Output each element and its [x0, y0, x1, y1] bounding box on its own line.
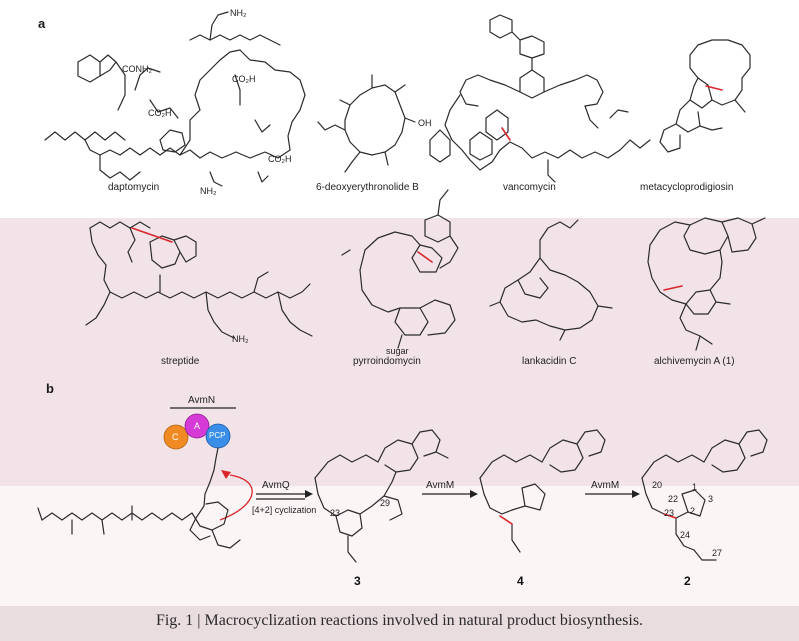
- enzyme-avmm-2: AvmM: [591, 480, 620, 491]
- domain-c-label: C: [172, 432, 179, 442]
- pyrroindomycin-structure: [341, 189, 459, 349]
- locant-2: 2: [690, 506, 696, 516]
- label-alchivemycin: alchivemycin A (1): [654, 356, 735, 367]
- cyclization-label: [4+2] cyclization: [252, 505, 317, 515]
- substrate-structure: [37, 501, 241, 549]
- label-metacycloprodigiosin: metacycloprodigiosin: [640, 182, 734, 193]
- caption-background: [0, 606, 799, 641]
- atom-label-co2h-2: CO₂H: [232, 74, 256, 84]
- panel-label-b: b: [46, 381, 54, 396]
- domain-c-circle: [163, 424, 189, 450]
- locant-20: 20: [652, 480, 663, 490]
- lankacidin-structure: [489, 219, 613, 341]
- panel-a-bottom-background: [0, 218, 799, 486]
- atom-label-sugar: sugar: [386, 346, 409, 356]
- locant-23-b: 23: [664, 508, 675, 518]
- figure-caption: Fig. 1 | Macrocyclization reactions invo…: [155, 612, 644, 629]
- locant-1: 1: [692, 482, 698, 492]
- atom-label-co2h-1: CO₂H: [148, 108, 172, 118]
- enzyme-avmm-1: AvmM: [426, 480, 455, 491]
- locant-22: 22: [668, 494, 679, 504]
- panel-a-top-background: [0, 0, 799, 218]
- domain-a-label: A: [194, 421, 201, 431]
- atom-label-oh: OH: [418, 118, 432, 128]
- compound-number-3: 3: [354, 574, 361, 588]
- label-daptomycin: daptomycin: [108, 182, 160, 193]
- label-deoxyerythronolide: 6-deoxyerythronolide B: [316, 182, 419, 193]
- domain-pcp-label: PCP: [209, 431, 226, 440]
- panel-label-a: a: [38, 16, 46, 31]
- atom-label-nh2-1: NH₂: [230, 8, 247, 18]
- compound-number-2: 2: [684, 574, 691, 588]
- label-streptide: streptide: [161, 356, 200, 367]
- atom-label-nh2-2: NH₂: [200, 186, 217, 196]
- enzyme-avmn: AvmN: [188, 395, 216, 406]
- vancomycin-structure: [429, 14, 651, 183]
- deoxyerythronolide-structure: [317, 74, 416, 173]
- locant-24: 24: [680, 530, 691, 540]
- compound-3-structure: [314, 429, 449, 563]
- daptomycin-structure: [44, 11, 306, 187]
- locant-29: 29: [380, 498, 391, 508]
- atom-label-conh2: CONH₂: [122, 64, 152, 74]
- label-vancomycin: vancomycin: [503, 182, 556, 193]
- enzyme-avmq: AvmQ: [262, 480, 290, 491]
- domain-a-circle: [184, 413, 210, 439]
- streptide-structure: [85, 221, 313, 339]
- alchivemycin-structure: [647, 217, 766, 351]
- label-pyrroindomycin: pyrroindomycin: [353, 356, 421, 367]
- compound-4-structure: [479, 429, 606, 553]
- atom-label-nh2-3: NH₂: [232, 334, 249, 344]
- compound-number-4: 4: [517, 574, 524, 588]
- label-lankacidin: lankacidin C: [522, 356, 577, 367]
- atom-label-co2h-3: CO₂H: [268, 154, 292, 164]
- compound-2-structure: [641, 429, 768, 561]
- locant-23: 23: [330, 508, 341, 518]
- locant-3: 3: [708, 494, 714, 504]
- locant-27: 27: [712, 548, 723, 558]
- metacycloprodigiosin-structure: [659, 39, 751, 153]
